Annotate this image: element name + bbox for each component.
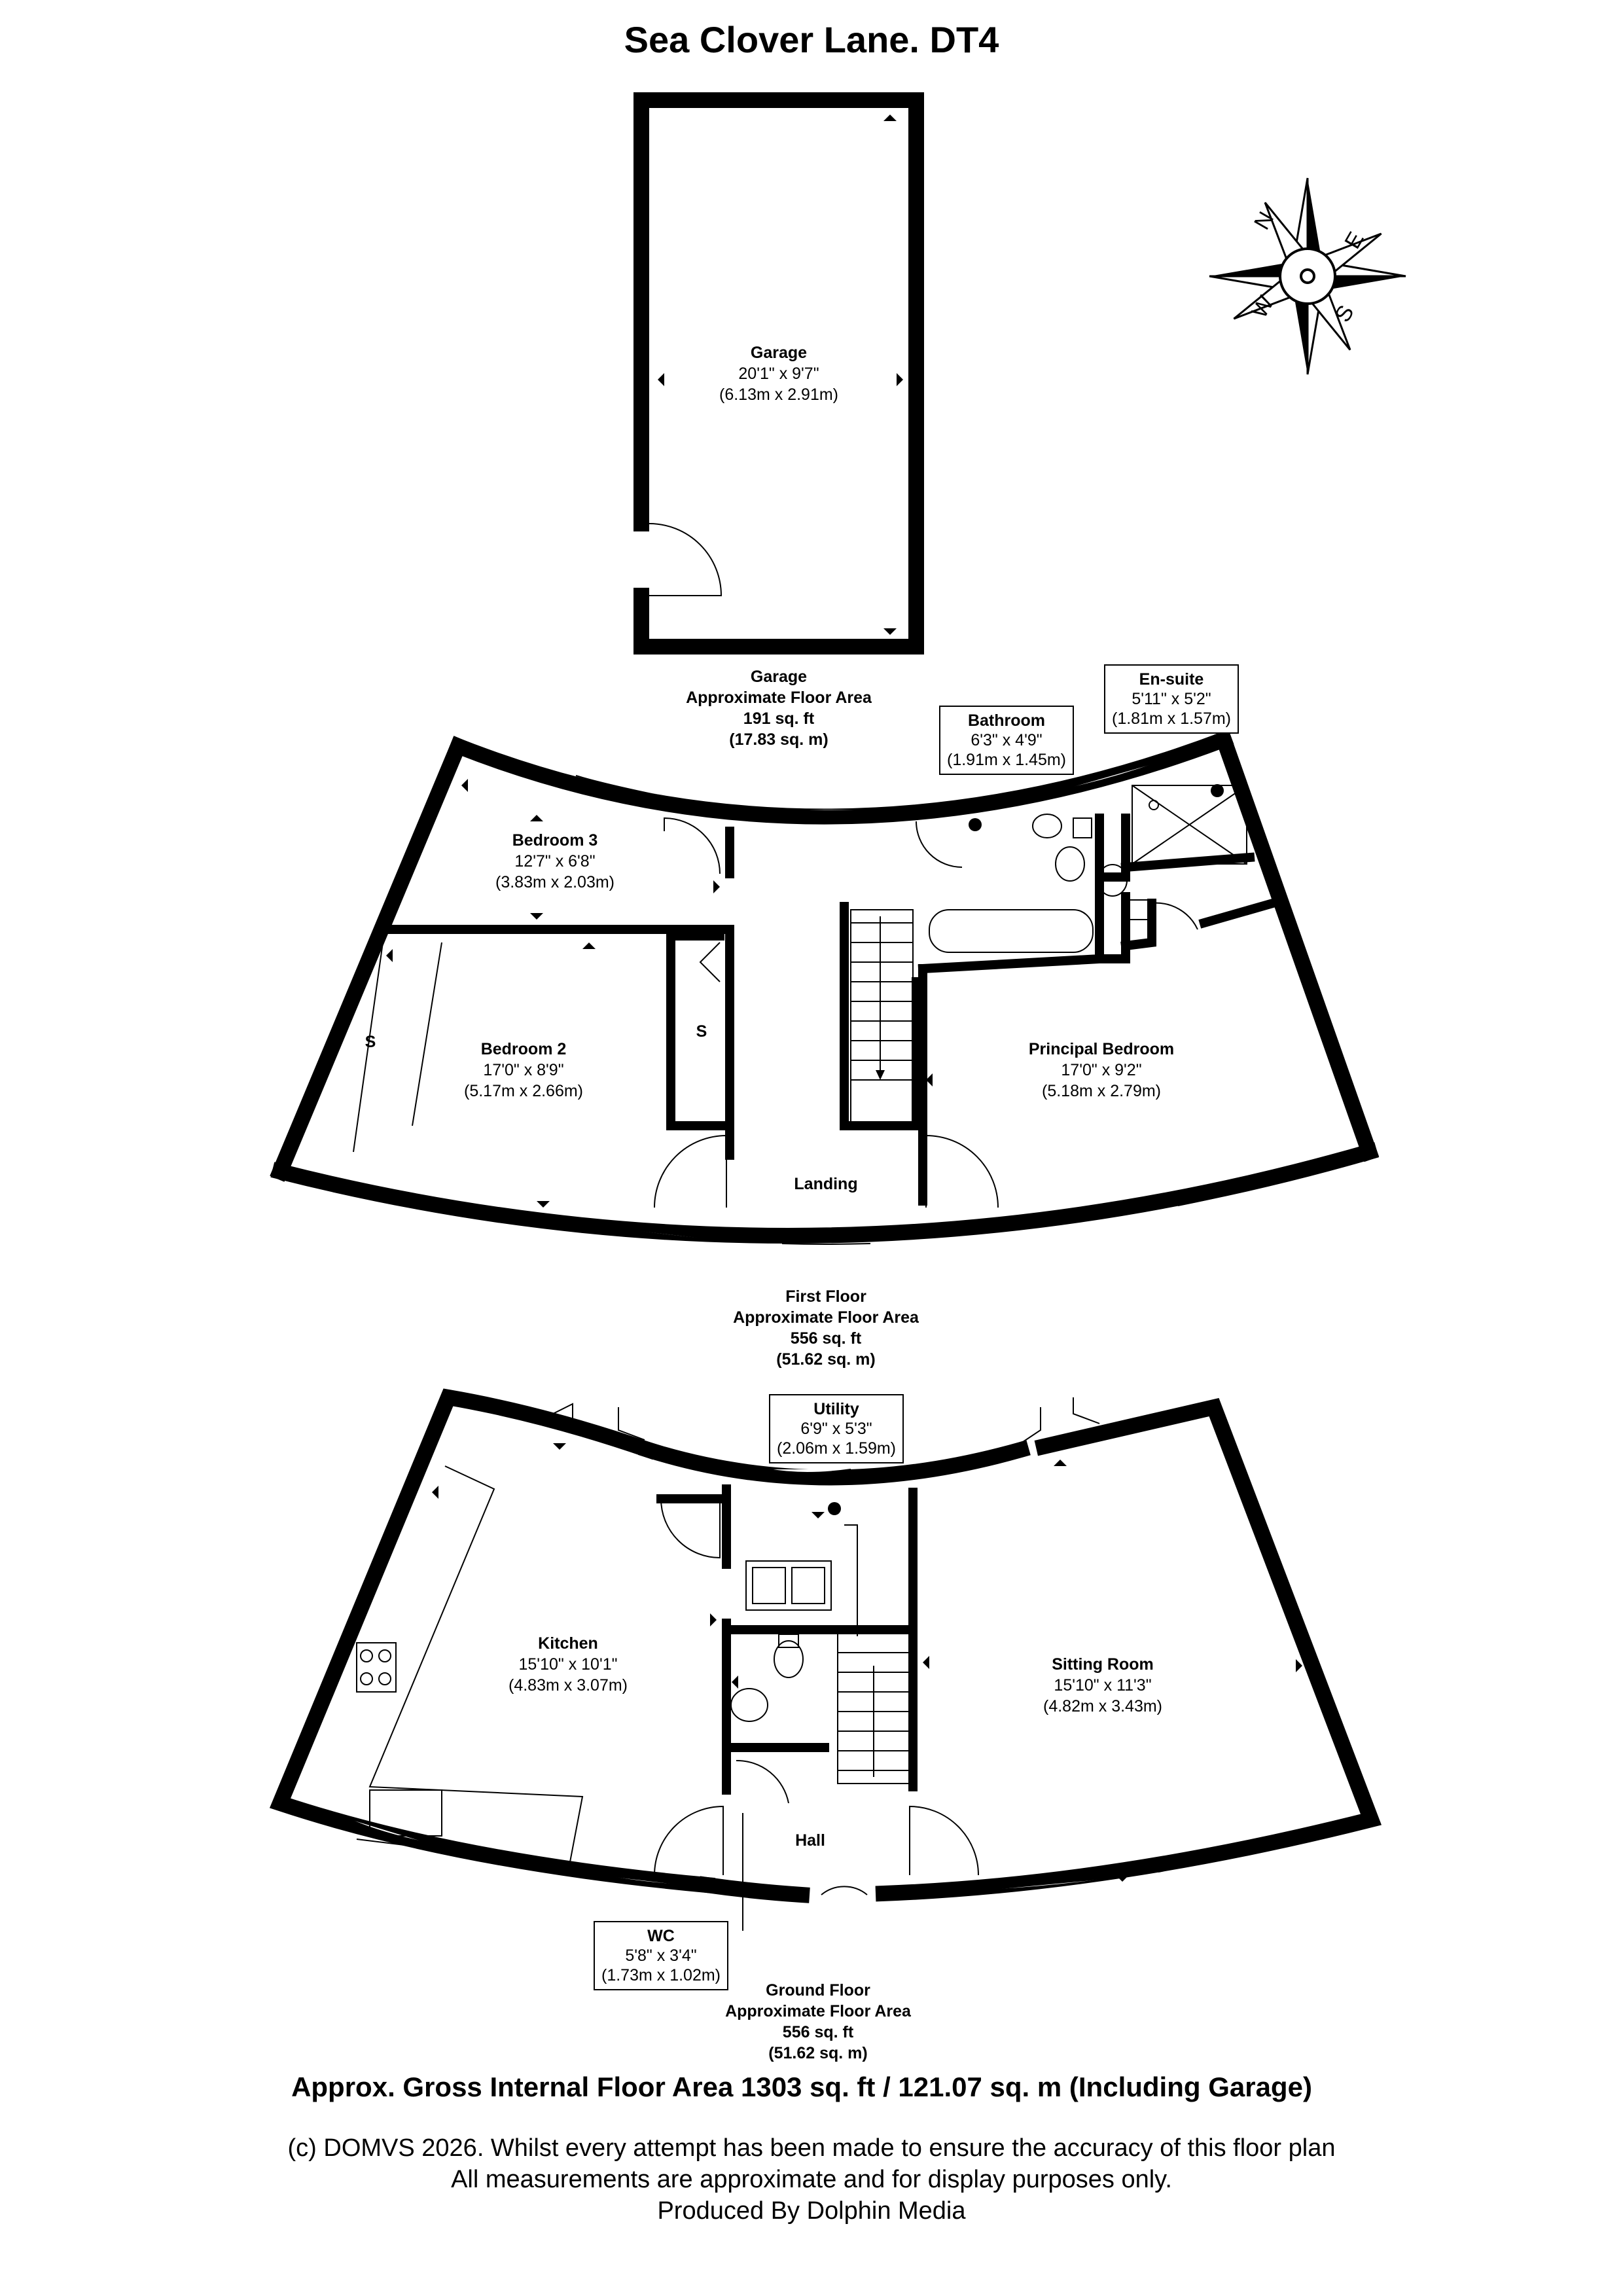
room-wc: WC 5'8" x 3'4" (1.73m x 1.02m) [593, 1921, 729, 1990]
room-imperial: 17'0" x 9'2" [1061, 1061, 1142, 1079]
room-name: Garage [750, 344, 808, 362]
room-metric: (1.73m x 1.02m) [601, 1966, 721, 1984]
floor-area-sqm: (51.62 sq. m) [768, 2044, 868, 2062]
room-name: En-suite [1139, 670, 1204, 689]
storage-label-bedroom-2: S [365, 1033, 376, 1051]
compass-rose-icon [1209, 177, 1406, 375]
page-title: Sea Clover Lane. DT4 [624, 19, 999, 60]
garage-floor-area: Garage Approximate Floor Area 191 sq. ft… [686, 666, 872, 750]
room-bathroom: Bathroom 6'3" x 4'9" (1.91m x 1.45m) [938, 706, 1075, 775]
room-metric: (1.81m x 1.57m) [1111, 709, 1232, 728]
ground-floor-dimension-markers [432, 1443, 1302, 1882]
floor-area-sqm: (51.62 sq. m) [776, 1350, 876, 1369]
room-name: Bedroom 2 [480, 1040, 567, 1058]
first-floor-dimension-markers [386, 779, 1342, 1211]
floor-label: Ground Floor [766, 1981, 870, 2000]
footer-credit: Produced By Dolphin Media [657, 2197, 966, 2225]
floor-area-sqm: (17.83 sq. m) [729, 730, 829, 749]
floor-area-sqft: 556 sq. ft [790, 1329, 862, 1348]
room-metric: (5.17m x 2.66m) [463, 1082, 584, 1100]
room-metric: (6.13m x 2.91m) [719, 386, 839, 404]
room-name: Utility [813, 1400, 859, 1418]
room-bedroom-3: Bedroom 3 12'7" x 6'8" (3.83m x 2.03m) [495, 830, 615, 893]
room-imperial: 17'0" x 8'9" [483, 1061, 564, 1079]
first-floor-area: First Floor Approximate Floor Area 556 s… [733, 1286, 919, 1370]
room-metric: (3.83m x 2.03m) [495, 873, 615, 891]
footer-line-2: All measurements are approximate and for… [451, 2166, 1172, 2193]
room-metric: (1.91m x 1.45m) [946, 751, 1067, 769]
floor-area-sub: Approximate Floor Area [733, 1308, 919, 1327]
room-landing: Landing [794, 1175, 858, 1193]
floor-area-sqft: 556 sq. ft [782, 2023, 854, 2041]
ground-floor-plan [269, 1388, 1382, 1931]
room-en-suite: En-suite 5'11" x 5'2" (1.81m x 1.57m) [1103, 664, 1240, 734]
first-floor-plan [270, 729, 1380, 1245]
room-imperial: 6'9" x 5'3" [800, 1420, 872, 1438]
garage-plan [633, 92, 924, 655]
room-imperial: 20'1" x 9'7" [738, 365, 819, 383]
footer-disclaimer: (c) DOMVS 2026. Whilst every attempt has… [288, 2132, 1336, 2227]
room-name: Bathroom [967, 711, 1046, 730]
gross-internal-floor-area: Approx. Gross Internal Floor Area 1303 s… [291, 2072, 1312, 2102]
ground-floor-area: Ground Floor Approximate Floor Area 556 … [725, 1980, 911, 2064]
room-name: Principal Bedroom [1028, 1040, 1175, 1058]
floor-label: First Floor [785, 1287, 866, 1306]
room-metric: (5.18m x 2.79m) [1041, 1082, 1162, 1100]
room-kitchen: Kitchen 15'10" x 10'1" (4.83m x 3.07m) [508, 1633, 628, 1696]
floor-area-sqft: 191 sq. ft [743, 709, 815, 728]
room-bedroom-2: Bedroom 2 17'0" x 8'9" (5.17m x 2.66m) [464, 1039, 583, 1102]
room-name: WC [647, 1927, 675, 1945]
garage-dimension-markers [658, 115, 903, 635]
room-name: Bedroom 3 [512, 831, 598, 850]
room-sitting-room: Sitting Room 15'10" x 11'3" (4.82m x 3.4… [1043, 1654, 1162, 1717]
room-imperial: 6'3" x 4'9" [971, 731, 1043, 749]
room-imperial: 5'11" x 5'2" [1132, 690, 1211, 708]
room-imperial: 12'7" x 6'8" [514, 852, 596, 870]
ground-floor-stairs [838, 1652, 910, 1777]
floor-label: Garage [750, 668, 808, 686]
floor-area-sub: Approximate Floor Area [686, 689, 872, 707]
first-floor-stairs [851, 916, 913, 1081]
storage-label-landing: S [696, 1022, 707, 1041]
room-imperial: 15'10" x 11'3" [1054, 1676, 1152, 1695]
room-name: Kitchen [538, 1634, 598, 1653]
room-name: Sitting Room [1052, 1655, 1154, 1674]
room-utility: Utility 6'9" x 5'3" (2.06m x 1.59m) [768, 1394, 904, 1463]
room-hall: Hall [795, 1831, 825, 1850]
room-garage: Garage 20'1" x 9'7" (6.13m x 2.91m) [719, 342, 838, 405]
room-metric: (2.06m x 1.59m) [776, 1439, 897, 1458]
footer-line-1: (c) DOMVS 2026. Whilst every attempt has… [287, 2134, 1336, 2162]
room-imperial: 15'10" x 10'1" [518, 1655, 618, 1674]
room-principal-bedroom: Principal Bedroom 17'0" x 9'2" (5.18m x … [1029, 1039, 1174, 1102]
room-metric: (4.82m x 3.43m) [1043, 1697, 1163, 1715]
room-metric: (4.83m x 3.07m) [508, 1676, 628, 1695]
room-imperial: 5'8" x 3'4" [625, 1946, 697, 1965]
floor-area-sub: Approximate Floor Area [725, 2002, 911, 2020]
